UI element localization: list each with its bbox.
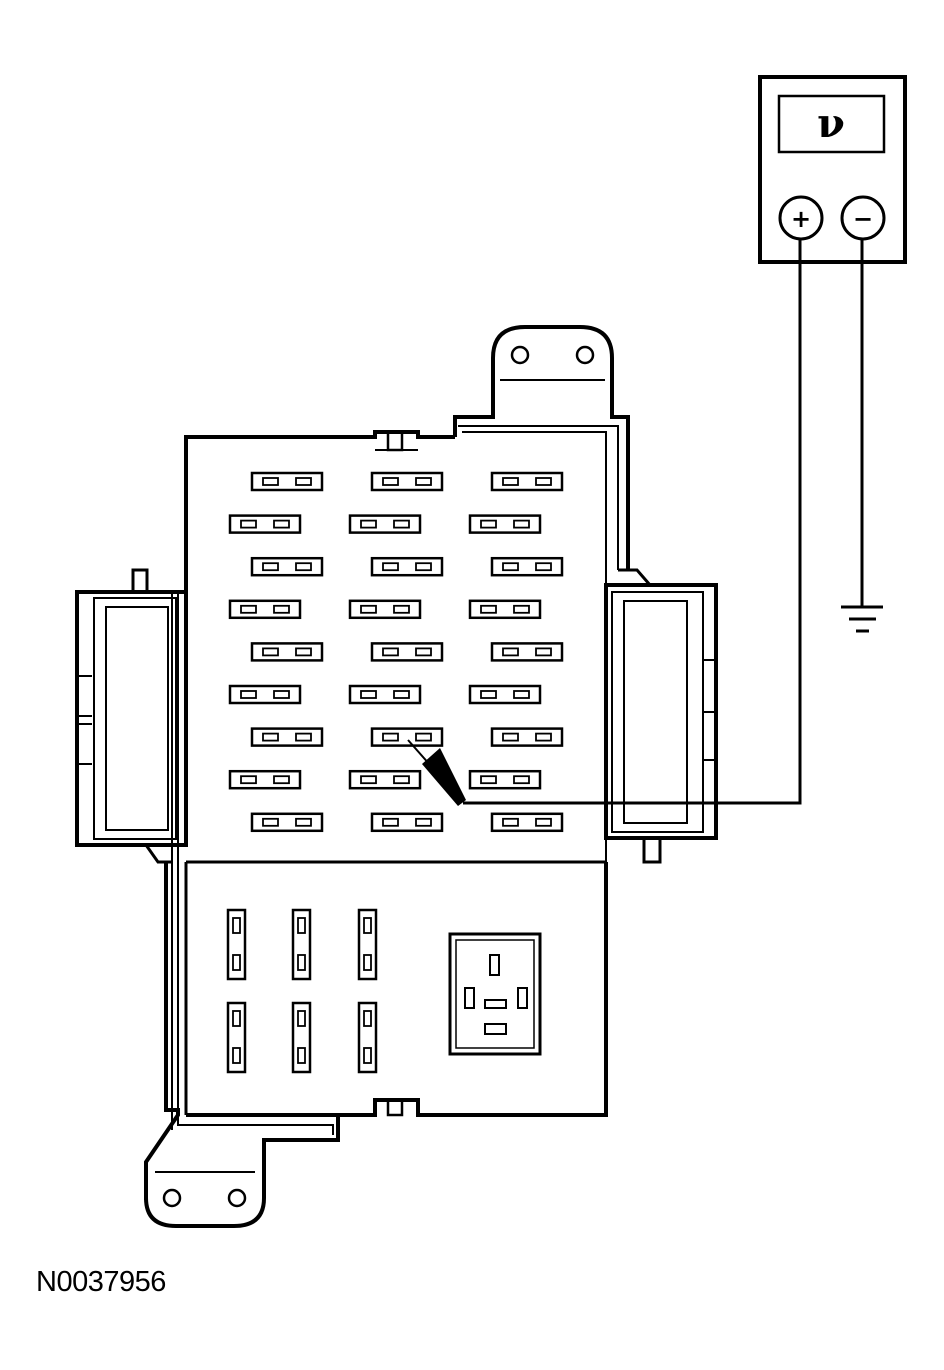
positive-terminal-label: + xyxy=(791,205,811,233)
bottom-latch xyxy=(386,1098,404,1117)
mini-fuse xyxy=(370,812,444,833)
mini-fuse-grid xyxy=(228,471,564,833)
mini-fuse xyxy=(370,642,444,662)
mounting-hole-icon xyxy=(227,1188,247,1208)
top-mounting-ear xyxy=(453,325,630,570)
negative-terminal-label: − xyxy=(853,205,873,233)
mini-fuse xyxy=(490,812,564,833)
mini-fuse xyxy=(370,471,444,492)
mini-fuse xyxy=(468,514,542,534)
voltmeter-body xyxy=(758,75,907,264)
fuse-panel-housing xyxy=(144,325,630,1228)
relay-pin xyxy=(489,954,500,976)
mini-fuse xyxy=(370,556,444,577)
maxi-fuse xyxy=(357,908,378,981)
right-connector xyxy=(604,568,718,864)
maxi-fuse xyxy=(291,908,312,981)
relay-pin xyxy=(484,999,507,1009)
mounting-hole-icon xyxy=(510,345,530,365)
maxi-fuse xyxy=(291,1001,312,1074)
mini-fuse xyxy=(348,599,422,620)
mini-fuse xyxy=(490,556,564,577)
mini-fuse xyxy=(370,727,444,747)
mini-fuse xyxy=(468,684,542,705)
relay-pin xyxy=(517,987,528,1009)
mini-fuse xyxy=(348,684,422,705)
mini-fuse xyxy=(490,471,564,492)
panel-outline-bottom xyxy=(186,862,608,1117)
relay-pin xyxy=(484,1023,507,1035)
mini-fuse xyxy=(228,769,302,790)
mini-fuse xyxy=(250,727,324,747)
mini-fuse xyxy=(250,556,324,577)
mini-fuse xyxy=(250,471,324,492)
voltmeter: ν + − xyxy=(758,75,907,264)
voltmeter-display-symbol: ν xyxy=(817,100,845,147)
test-leads xyxy=(463,239,864,805)
mini-fuse xyxy=(250,812,324,833)
mini-fuse xyxy=(348,514,422,534)
mini-fuse xyxy=(468,769,542,790)
relay-pin xyxy=(464,987,475,1009)
mini-fuse xyxy=(348,769,422,790)
connector-latch xyxy=(642,836,662,864)
connector-latch xyxy=(131,568,149,594)
positive-lead xyxy=(463,239,802,805)
mini-fuse xyxy=(468,599,542,620)
maxi-fuse xyxy=(226,908,247,981)
left-connector xyxy=(75,568,188,864)
mini-fuse xyxy=(228,684,302,705)
panel-outline-top xyxy=(184,430,455,592)
ground-symbol-icon xyxy=(841,605,883,633)
top-latch xyxy=(386,430,404,452)
voltmeter-display xyxy=(777,94,886,154)
mounting-hole-icon xyxy=(162,1188,182,1208)
maxi-fuse-group xyxy=(226,908,378,1074)
figure-reference-id: N0037956 xyxy=(36,1266,166,1298)
mini-fuse xyxy=(228,514,302,534)
mini-fuse xyxy=(250,642,324,662)
maxi-fuse xyxy=(357,1001,378,1074)
maxi-fuse xyxy=(226,1001,247,1074)
test-probe xyxy=(407,739,466,806)
mini-fuse xyxy=(228,599,302,620)
bottom-mounting-ear xyxy=(144,1115,340,1228)
mounting-hole-icon xyxy=(575,345,595,365)
mini-fuse xyxy=(490,727,564,747)
mini-fuse xyxy=(490,642,564,662)
relay-socket xyxy=(448,932,542,1056)
